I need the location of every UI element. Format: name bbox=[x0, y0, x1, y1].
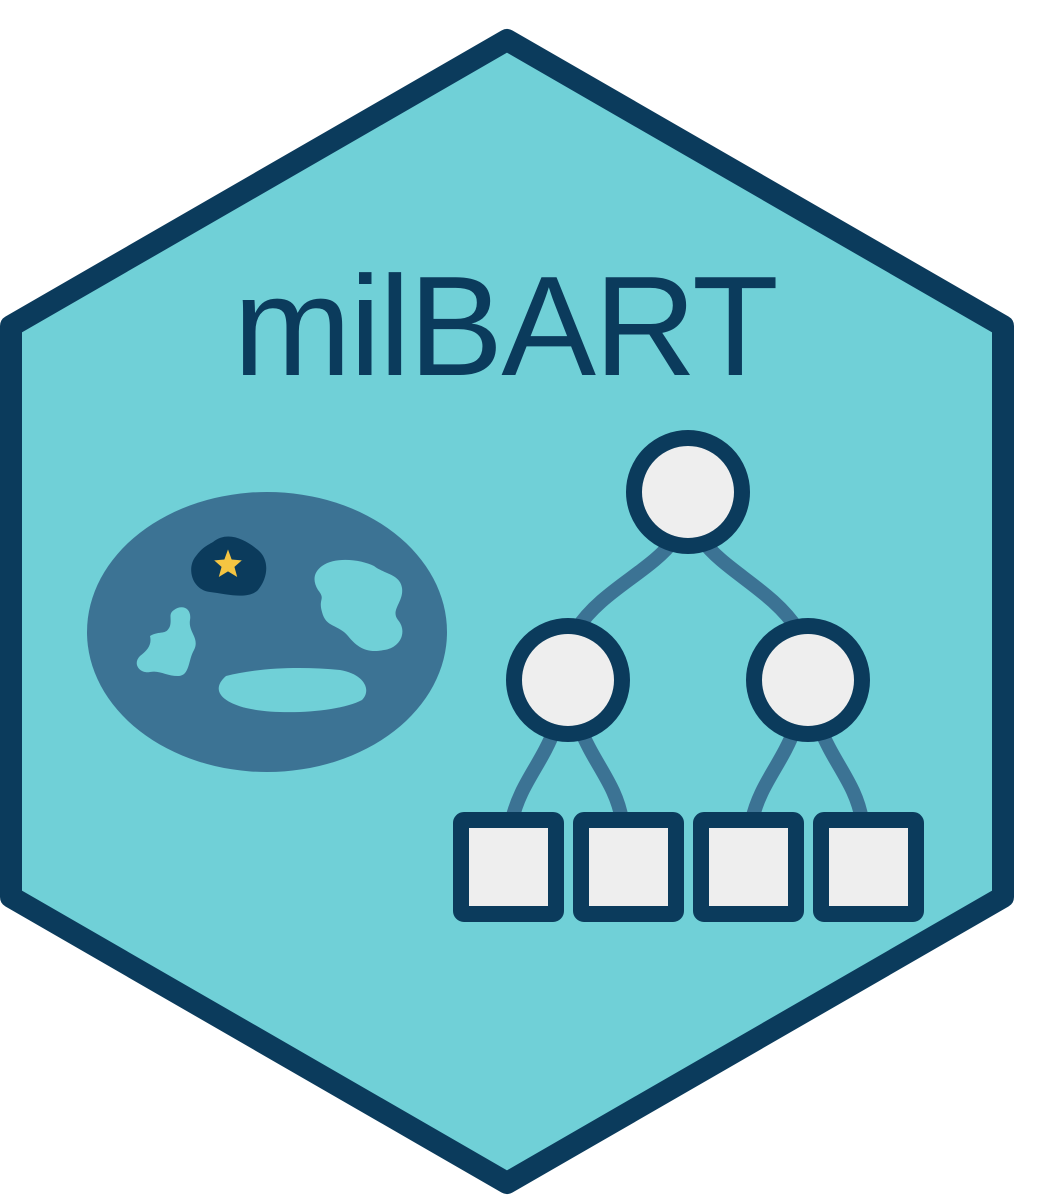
star-icon bbox=[211, 546, 245, 580]
cell-feature-bottom bbox=[218, 668, 367, 713]
cell-icon bbox=[87, 492, 447, 772]
tree-icon bbox=[453, 430, 924, 922]
cell-feature-left bbox=[136, 607, 196, 676]
tree-root-node bbox=[626, 430, 750, 554]
tree-node bbox=[746, 618, 870, 742]
tree-leaf bbox=[453, 812, 564, 922]
cell-feature-right bbox=[314, 559, 403, 652]
tree-branch bbox=[570, 535, 680, 634]
tree-branch bbox=[696, 535, 804, 634]
tree-leaf bbox=[693, 812, 804, 922]
tree-leaf bbox=[813, 812, 924, 922]
logo-title: milBART bbox=[233, 247, 777, 406]
tree-leaf bbox=[573, 812, 684, 922]
tree-node bbox=[506, 618, 630, 742]
